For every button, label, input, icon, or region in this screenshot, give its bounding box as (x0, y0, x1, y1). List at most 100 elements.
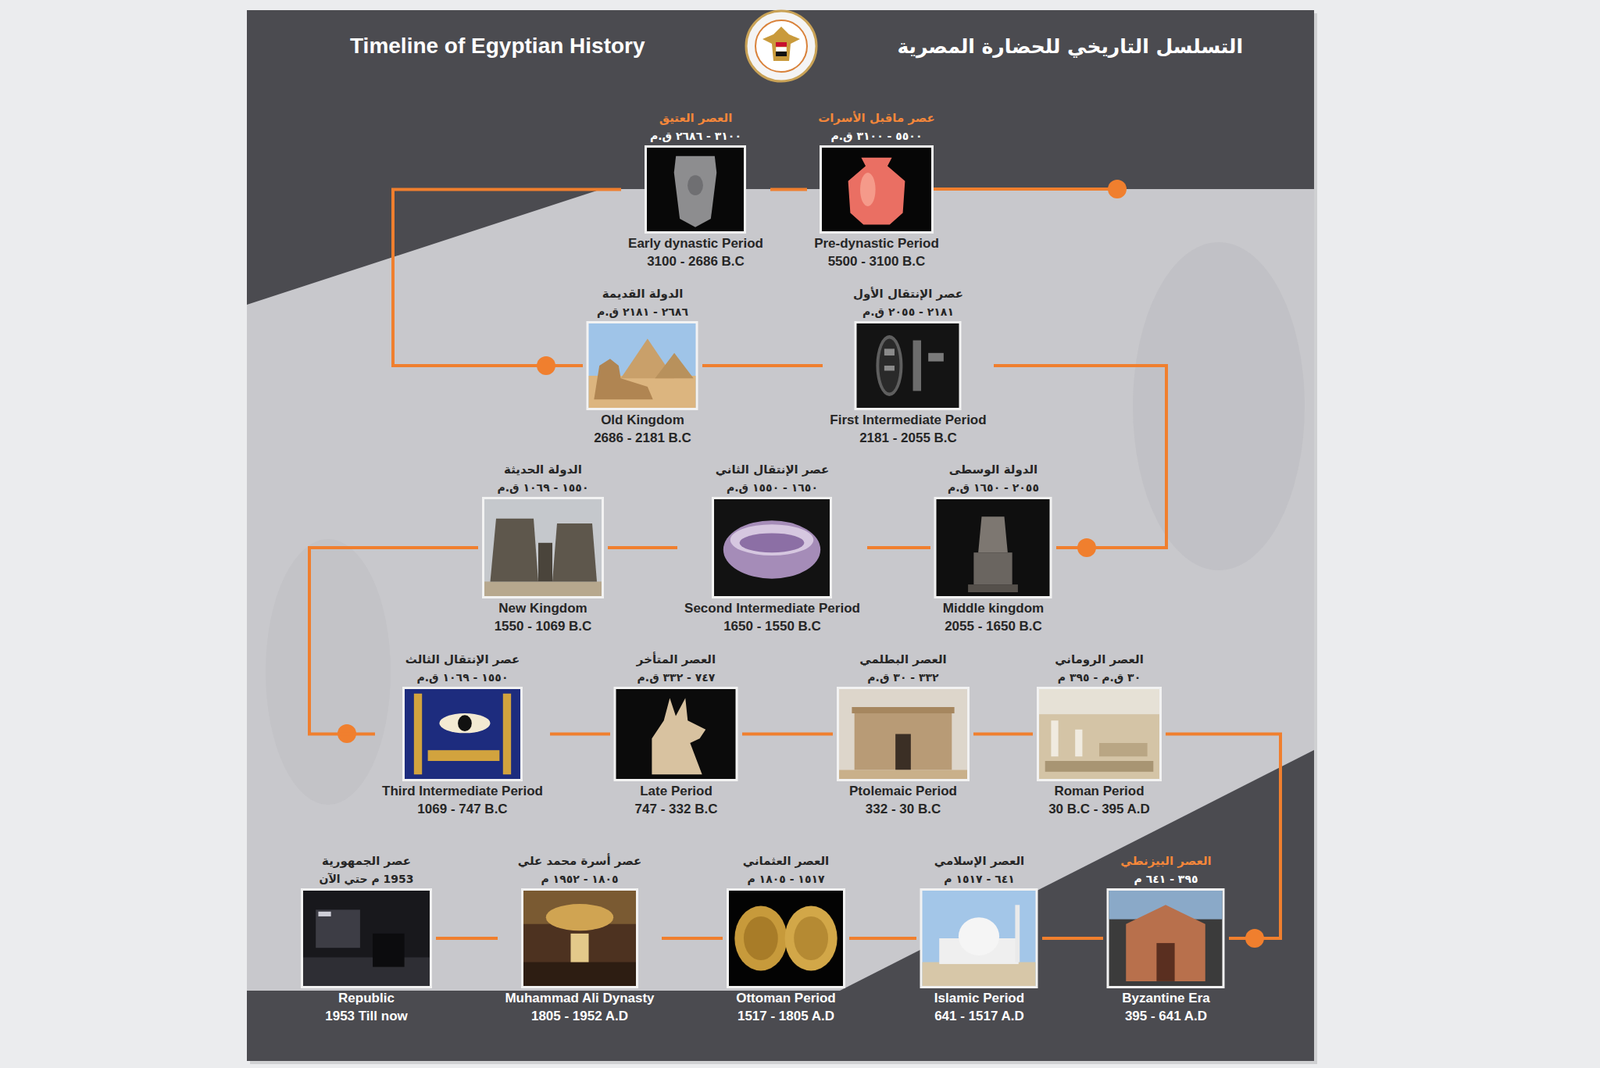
thumbnail-shape (404, 689, 521, 779)
period-name: Late Period (616, 782, 736, 801)
timeline-connector (973, 732, 1033, 736)
light-band (246, 189, 1315, 991)
arabic-date-range: ٢١٨١ - ٢٠٥٥ ق.م (828, 303, 988, 321)
thumbnail-shape (851, 707, 954, 714)
thumbnail-frame (300, 888, 433, 989)
period-node: العصر البطلمي٣٣٢ - ٣٠ ق.مPtolemaic Perio… (832, 648, 974, 820)
period-thumbnail (521, 888, 639, 989)
timeline-connector (993, 365, 1167, 548)
thumbnail-shape (973, 552, 1012, 585)
timeline-connector (607, 546, 678, 550)
thumbnail-frame (920, 888, 1039, 989)
image-slot (484, 496, 602, 600)
poster-board (246, 10, 1315, 1061)
thumbnail-shape (317, 911, 331, 917)
thumbnail-shape (593, 358, 653, 400)
image-slot (839, 685, 968, 783)
period-thumbnail (402, 686, 523, 782)
thumbnail-shape (878, 338, 900, 393)
thumbnail-shape (546, 903, 614, 931)
ghost-statue (265, 539, 391, 805)
period-name: Ptolemaic Period (839, 782, 968, 801)
arabic-date-range: ١٥١٧ - ١٨٠٥ م (728, 870, 843, 888)
thumbnail-shape (913, 340, 922, 392)
thumbnail-shape (928, 353, 944, 362)
period-node: العصر المتأخر٧٤٧ - ٣٣٢ ق.مLate Period747… (610, 648, 743, 820)
poster-title-arabic: التسلسل التاريخي للحضارة المصرية (896, 32, 1243, 61)
thumbnail-shape (414, 693, 422, 775)
period-node: عصر ماقبل الأسرات٥٥٠٠ - ٣١٠٠ ق.مPre-dyna… (807, 107, 947, 272)
arabic-date-range: ١٥٥٠ - ١٠٦٩ ق.م (381, 668, 544, 686)
thumbnail-shape (730, 524, 815, 556)
arabic-date-range: ١٥٥٠ - ١٠٦٩ ق.م (484, 478, 602, 497)
thumbnail-shape (884, 348, 895, 356)
period-node: العصر البيزنطي٣٩٥ - ٦٤١ مByzantine Era39… (1103, 850, 1229, 1027)
image-slot (503, 887, 656, 990)
timeline-connector (1042, 936, 1104, 940)
image-slot (616, 685, 736, 783)
thumbnail-shape (1075, 729, 1083, 758)
logo-ring (746, 10, 817, 82)
thumbnail-shape (1109, 890, 1223, 986)
period-thumbnail (586, 321, 699, 411)
thumbnail-shape (484, 581, 602, 597)
thumbnail-shape (490, 518, 540, 583)
date-range: 1069 - 747 B.C (381, 800, 544, 818)
thumbnail-shape (936, 499, 1050, 597)
thumbnail-shape (734, 906, 787, 972)
timeline-connector (309, 547, 479, 735)
thumbnail-shape (646, 147, 744, 232)
period-node: العصر العثماني١٥١٧ - ١٨٠٥ مOttoman Perio… (722, 850, 850, 1027)
thumbnail-shape (687, 175, 704, 196)
arabic-period-name: العصر الروماني (1039, 650, 1160, 669)
period-node: الدولة الحديثة١٥٥٠ - ١٠٦٩ ق.مNew Kingdom… (478, 458, 608, 637)
date-range: 2055 - 1650 B.C (936, 617, 1050, 636)
thumbnail-frame (586, 321, 699, 411)
period-node: العصر الروماني٣٠ ق.م - ٣٩٥ مRoman Period… (1032, 648, 1166, 820)
thumbnail-shape (793, 916, 829, 961)
thumbnail-shape (1099, 742, 1148, 757)
thumbnail-frame (521, 888, 639, 989)
arabic-period-name: عصر الإنتقال الثالث (381, 650, 544, 669)
thumbnail-shape (1039, 689, 1160, 715)
thumbnail-shape (1156, 942, 1175, 982)
poster-title: Timeline of Egyptian History (350, 32, 646, 61)
thumbnail-shape (1014, 904, 1020, 962)
thumbnail-shape (857, 323, 960, 408)
timeline-dot (1107, 179, 1127, 199)
arabic-date-range: ٣٠ ق.م - ٣٩٥ م (1039, 668, 1160, 686)
thumbnail-shape (457, 714, 472, 732)
logo-flag-white (775, 46, 787, 52)
thumbnail-shape (714, 499, 830, 597)
arabic-period-name: العصر المتأخر (616, 650, 736, 669)
date-range: 30 B.C - 395 A.D (1039, 800, 1160, 818)
period-node: عصر أسرة محمد علي١٨٠٥ - ١٩٥٢ مMuhammad A… (497, 850, 662, 1027)
thumbnail-shape (743, 916, 779, 961)
arabic-date-range: ٥٥٠٠ - ٣١٠٠ ق.م (813, 127, 940, 145)
period-name: Islamic Period (922, 989, 1036, 1008)
date-range: 5500 - 3100 B.C (813, 253, 940, 271)
timeline-connector (867, 546, 931, 550)
period-node: عصر الإنتقال الأول٢١٨١ - ٢٠٥٥ ق.مFirst I… (822, 282, 994, 449)
date-range: 3100 - 2686 B.C (627, 253, 765, 271)
thumbnail-shape (523, 962, 636, 987)
thumbnail-shape (503, 693, 511, 775)
period-name: Early dynastic Period (627, 234, 765, 254)
period-name: Pre-dynastic Period (813, 234, 940, 254)
arabic-period-name: العصر البطلمي (839, 650, 968, 669)
period-name: Ottoman Period (728, 989, 843, 1008)
thumbnail-frame (644, 145, 747, 234)
thumbnail-frame (819, 145, 934, 234)
thumbnail-shape (1125, 904, 1206, 982)
ministry-logo (746, 10, 817, 82)
period-node: العصر الإسلامي٦٤١ - ١٥١٧ مIslamic Period… (916, 850, 1043, 1027)
thumbnail-shape (589, 323, 697, 408)
period-name: Old Kingdom (589, 410, 697, 430)
thumbnail-shape (922, 890, 1036, 986)
date-range: 395 - 641 A.D (1109, 1007, 1223, 1025)
thumbnail-shape (303, 957, 430, 986)
period-name: Middle kingdom (936, 599, 1050, 618)
timeline-connector (1165, 734, 1281, 940)
